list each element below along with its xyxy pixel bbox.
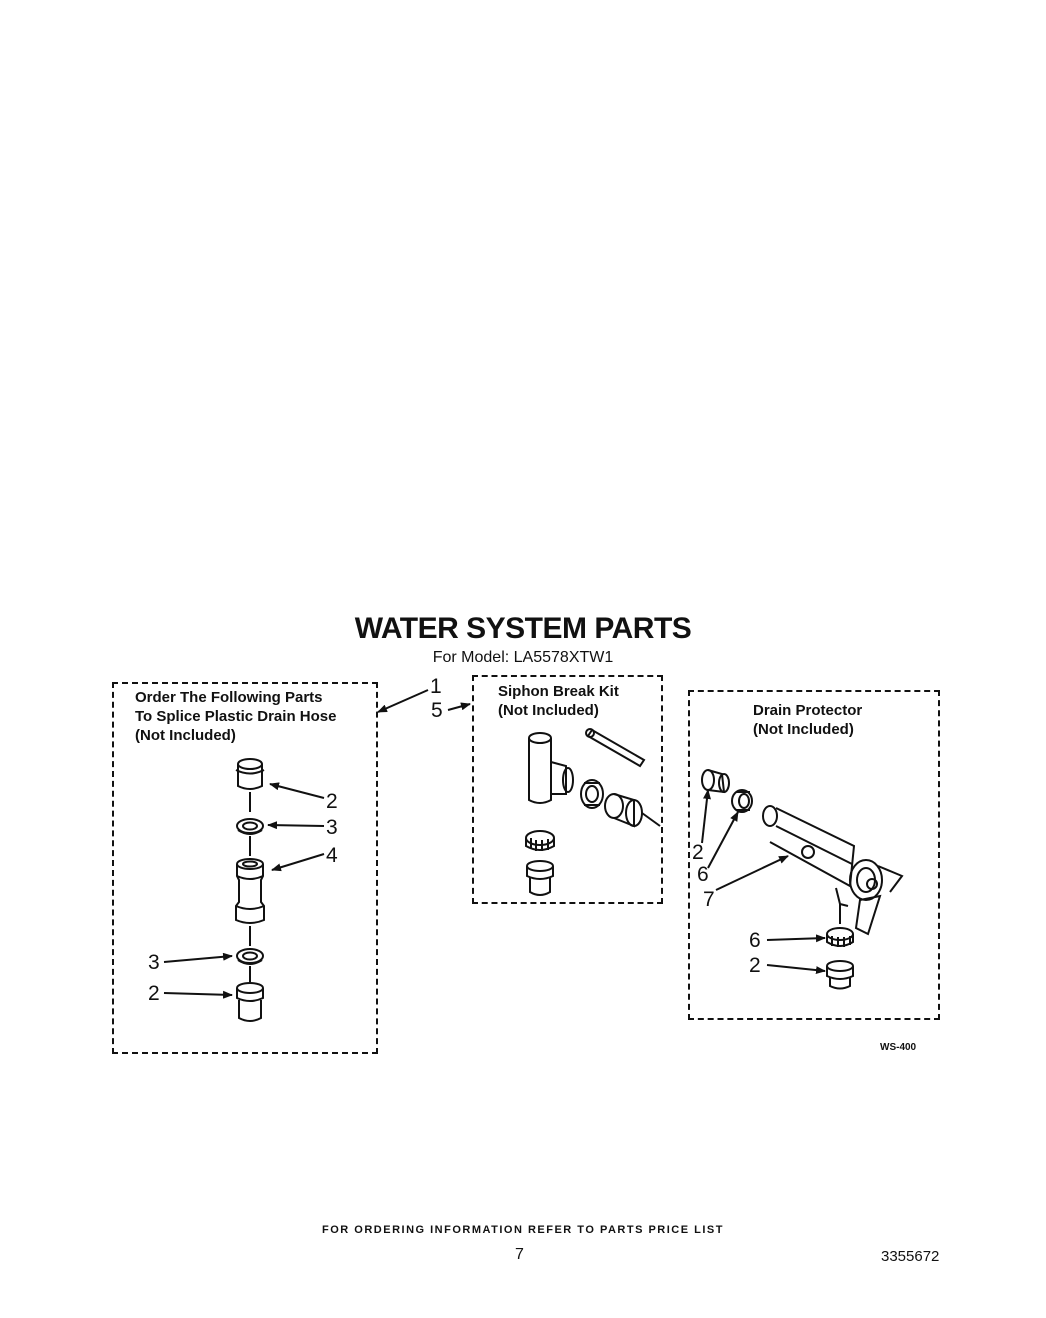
splice-coupling-top-part — [235, 758, 265, 812]
diagram-code: WS-400 — [880, 1042, 917, 1053]
siphon-bottom-coupling-part — [526, 860, 554, 896]
leader-splice-2-bottom — [163, 990, 233, 999]
drain-protector-box — [688, 690, 940, 1020]
model-subtitle: For Model: LA5578XTW1 — [432, 649, 614, 666]
callout-splice-3-top: 3 — [326, 816, 338, 839]
page-title: WATER SYSTEM PARTS — [354, 612, 692, 645]
leader-drain-7 — [715, 855, 789, 891]
siphon-clamp-part — [580, 779, 604, 809]
drain-coupling-bottom-part — [826, 960, 854, 990]
callout-drain-6-bottom: 6 — [749, 929, 761, 952]
page-number: 7 — [515, 1246, 524, 1263]
callout-drain-6-top: 6 — [697, 863, 709, 886]
callout-drain-2-top: 2 — [692, 841, 704, 864]
callout-splice-2-top: 2 — [326, 790, 338, 813]
leader-drain-2-bottom — [766, 964, 826, 975]
drain-coupling-top-part — [701, 769, 730, 794]
siphon-bottom-clamp-part — [525, 830, 555, 851]
splice-clamp-bottom-part — [236, 926, 264, 982]
callout-drain-7: 7 — [703, 888, 715, 911]
siphon-tee-part — [528, 732, 574, 804]
drain-clamp-top-part — [731, 789, 753, 813]
callout-drain-2-bottom: 2 — [749, 954, 761, 977]
leader-splice-3-bottom — [163, 952, 233, 963]
leader-drain-2-top — [701, 789, 711, 844]
siphon-break-kit-box — [472, 675, 663, 904]
splice-label-line-2: To Splice Plastic Drain Hose — [135, 708, 337, 725]
callout-1: 1 — [430, 675, 442, 698]
drain-label-line-2: (Not Included) — [753, 721, 854, 738]
callout-splice-4: 4 — [326, 844, 338, 867]
siphon-box-label: Siphon Break Kit (Not Included) — [498, 682, 619, 720]
splice-label-line-3: (Not Included) — [135, 727, 236, 744]
leader-splice-4 — [271, 853, 325, 872]
siphon-hose-pin-part — [585, 728, 646, 768]
drain-protector-body-part — [762, 805, 904, 936]
siphon-label-line-2: (Not Included) — [498, 702, 599, 719]
leader-drain-6-bottom — [766, 934, 826, 943]
splice-coupling-bottom-part — [236, 982, 264, 1022]
leader-5 — [447, 702, 471, 711]
splice-parts-box — [112, 682, 378, 1054]
splice-connector-part — [235, 858, 265, 924]
splice-label-line-1: Order The Following Parts — [135, 689, 323, 706]
drain-label-line-1: Drain Protector — [753, 702, 863, 719]
siphon-coupling-part — [604, 793, 661, 828]
callout-splice-2-bottom: 2 — [148, 982, 160, 1005]
leader-1 — [377, 689, 429, 713]
leader-drain-6-top — [707, 811, 739, 869]
callout-5: 5 — [431, 699, 443, 722]
splice-box-label: Order The Following Parts To Splice Plas… — [135, 688, 336, 745]
ordering-info-note: FOR ORDERING INFORMATION REFER TO PARTS … — [322, 1224, 724, 1236]
siphon-label-line-1: Siphon Break Kit — [498, 683, 619, 700]
leader-splice-3-top — [267, 821, 325, 830]
document-number: 3355672 — [881, 1248, 940, 1265]
drain-box-label: Drain Protector (Not Included) — [753, 701, 862, 739]
callout-splice-3-bottom: 3 — [148, 951, 160, 974]
leader-splice-2-top — [269, 782, 325, 799]
drain-clamp-bottom-part — [826, 927, 854, 947]
splice-clamp-top-part — [236, 818, 264, 856]
